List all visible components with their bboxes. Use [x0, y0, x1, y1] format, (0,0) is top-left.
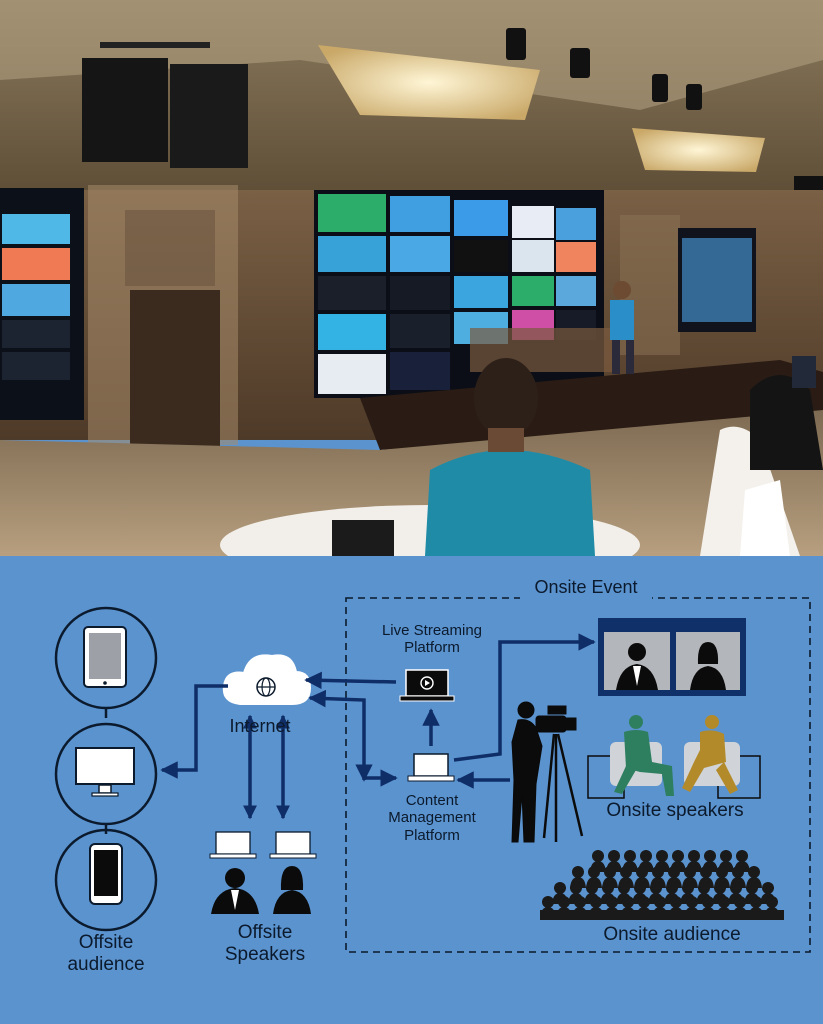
smartphone-icon	[89, 843, 123, 905]
offsite-speakers-icons	[209, 831, 317, 914]
chandelier-1	[318, 45, 540, 120]
foreground-attendee	[425, 358, 595, 556]
event-photo	[0, 0, 823, 556]
tablet-icon	[83, 626, 127, 688]
camera-operator-icon	[511, 701, 584, 843]
left-video-wall	[0, 188, 84, 420]
chandelier-2	[632, 128, 765, 172]
onsite-audience-label: Onsite audience	[603, 924, 741, 945]
desktop-monitor-icon	[75, 747, 135, 797]
content-management-label: Content Management Platform	[388, 792, 476, 844]
right-video-wall	[678, 228, 756, 332]
onsite-speakers-label: Onsite speakers	[606, 800, 744, 821]
offsite-devices	[54, 606, 158, 932]
presenter	[610, 281, 634, 374]
onsite-event-title: Onsite Event	[534, 577, 638, 597]
stage-lights	[506, 28, 702, 110]
live-streaming-label: Live Streaming Platform	[381, 622, 483, 657]
content-management-laptop-icon	[407, 753, 455, 782]
live-streaming-laptop-icon	[399, 669, 455, 702]
internet-label: Internet	[229, 716, 291, 736]
onsite-audience-icon	[540, 850, 780, 918]
onsite-speakers-icon	[587, 715, 761, 799]
connection-arrows	[160, 633, 596, 820]
offsite-audience-label: Offsite audience	[67, 932, 145, 975]
offsite-speakers-label: Offsite Speakers	[224, 922, 306, 965]
onsite-display-monitor	[598, 618, 746, 696]
event-diagram	[0, 556, 823, 1024]
